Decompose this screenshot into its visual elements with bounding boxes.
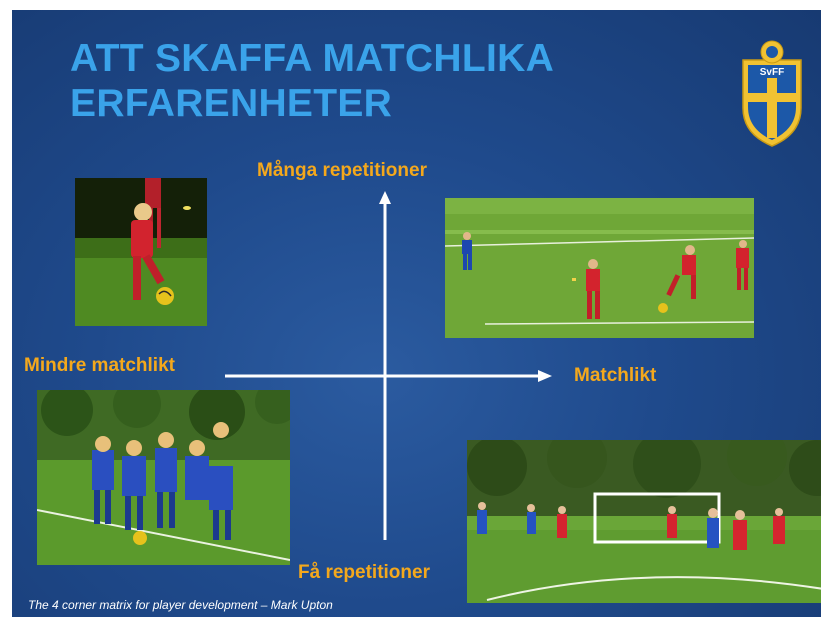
svff-crest-icon: SvFF — [742, 40, 802, 147]
up-arrow-icon — [379, 191, 391, 204]
small-sided-game-photo — [445, 198, 754, 338]
axis-label-matchlike: Matchlikt — [574, 365, 657, 386]
crest-text: SvFF — [760, 67, 784, 78]
source-credit: The 4 corner matrix for player developme… — [28, 598, 333, 612]
slide-title: ATT SKAFFA MATCHLIKA ERFARENHETER — [70, 36, 554, 126]
slide: ATT SKAFFA MATCHLIKA ERFARENHETER SvFF M… — [12, 10, 821, 617]
title-line-1: ATT SKAFFA MATCHLIKA — [70, 37, 555, 80]
title-line-2: ERFARENHETER — [70, 82, 393, 125]
group-of-girls-photo — [37, 390, 290, 565]
right-arrow-icon — [538, 370, 552, 382]
full-match-photo — [467, 440, 821, 603]
player-dribbling-photo — [75, 178, 207, 326]
axis-label-many-repetitions: Många repetitioner — [257, 160, 427, 181]
axis-arrows — [225, 191, 552, 540]
axis-label-less-matchlike: Mindre matchlikt — [24, 355, 175, 376]
axis-label-few-repetitions: Få repetitioner — [298, 562, 430, 583]
